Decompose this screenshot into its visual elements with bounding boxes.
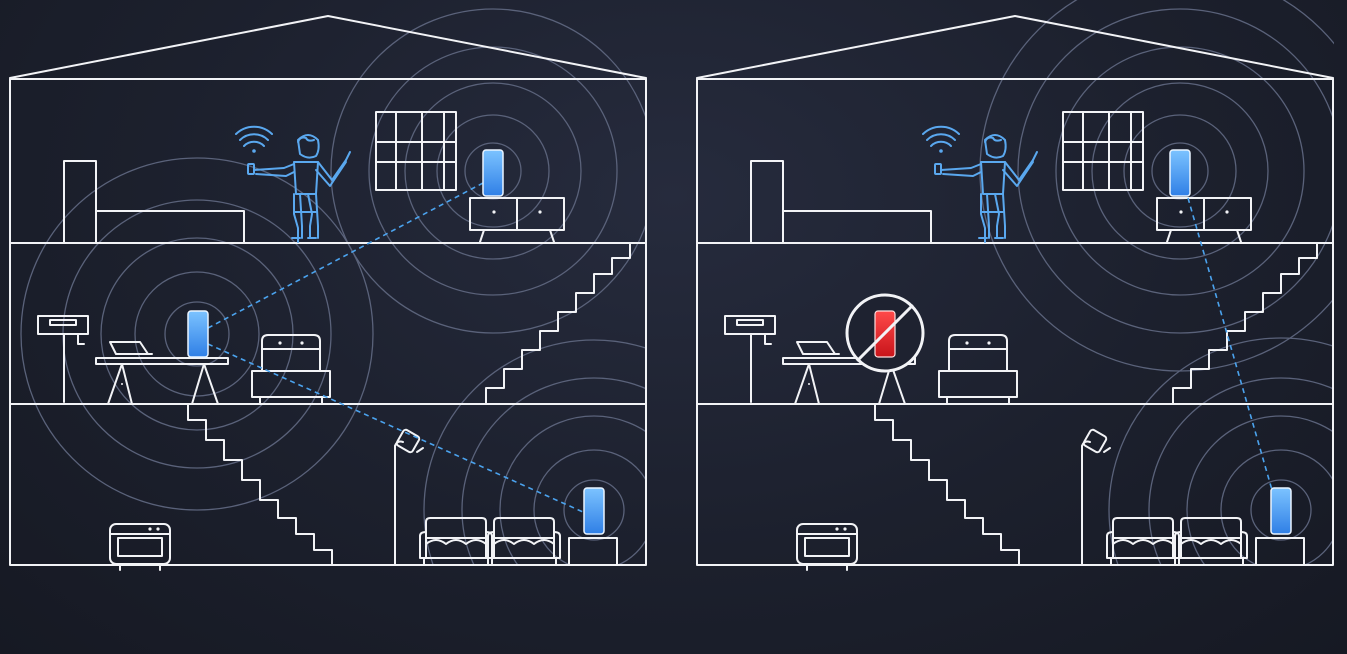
router-node-icon xyxy=(187,310,209,358)
house-left xyxy=(10,16,646,570)
router-node-icon xyxy=(1169,149,1191,197)
router-node-icon xyxy=(482,149,504,197)
blocked-icon xyxy=(845,293,925,373)
signal-rings-left xyxy=(20,8,647,566)
mesh-links-left xyxy=(207,182,584,513)
scene-left xyxy=(10,8,647,654)
router-node-icon xyxy=(583,487,605,535)
signal-rings-right xyxy=(979,0,1334,566)
house-right xyxy=(697,16,1333,570)
scene-right xyxy=(697,0,1334,654)
mesh-links-right xyxy=(1187,197,1273,491)
router-node-icon xyxy=(1270,487,1292,535)
